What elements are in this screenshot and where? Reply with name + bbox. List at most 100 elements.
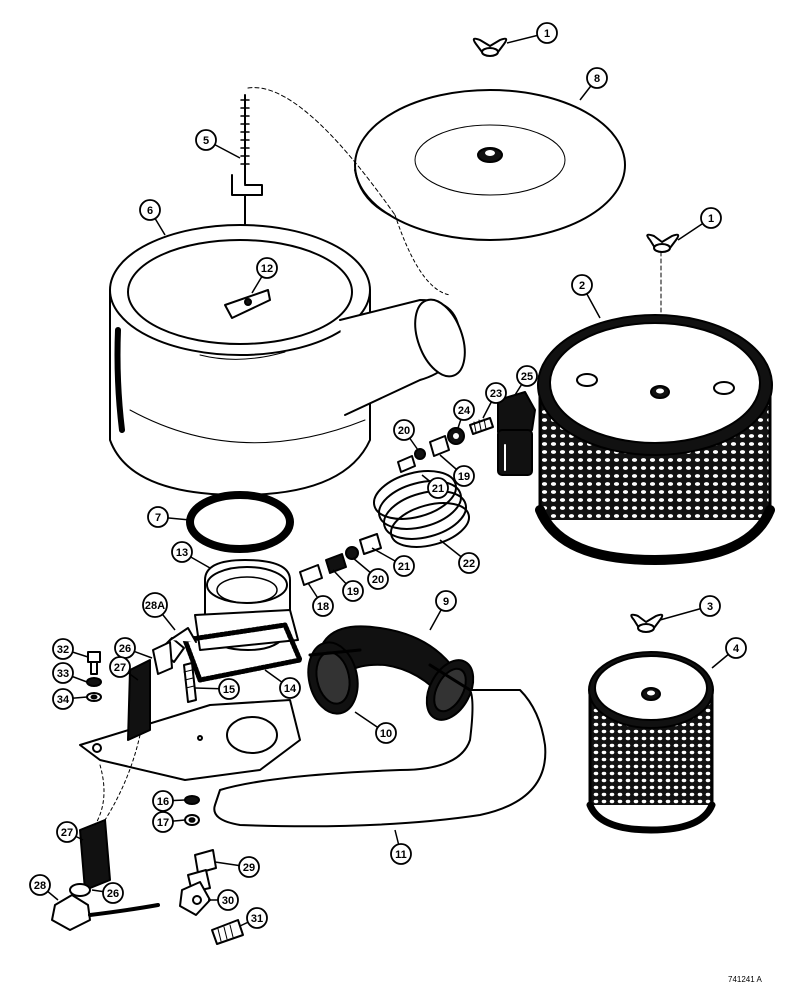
callout-c12: 12: [251, 257, 278, 294]
callout-c1b: 1: [677, 207, 722, 241]
hose-part-27-upper: [127, 641, 173, 741]
callout-c5: 5: [195, 129, 241, 159]
callout-label: 26: [119, 643, 131, 655]
callout-label: 16: [157, 796, 169, 808]
callout-c26a: 26: [114, 637, 153, 659]
hose-part-27-lower: [79, 819, 111, 891]
callout-label: 3: [707, 601, 713, 613]
callout-c2: 2: [571, 274, 601, 319]
callout-c30: 30: [208, 889, 239, 911]
callout-label: 17: [157, 817, 169, 829]
fitting-part-23: [469, 417, 494, 435]
callout-label: 13: [176, 547, 188, 559]
callout-c14: 14: [264, 669, 301, 699]
filter-element-part-2: [535, 314, 775, 565]
callout-label: 12: [261, 263, 273, 275]
filter-element-part-4: [586, 651, 716, 834]
callout-label: 27: [114, 662, 126, 674]
wing-nut-part-1-right: [646, 233, 680, 381]
callout-c22: 22: [439, 539, 480, 574]
callout-c17: 17: [152, 811, 186, 833]
callout-label: 28: [34, 880, 46, 892]
callout-c6: 6: [139, 199, 166, 236]
callout-label: 15: [223, 684, 235, 696]
callout-c34: 34: [52, 688, 88, 710]
nut-part-17: [184, 814, 200, 826]
coiled-tube-part-22: [373, 470, 470, 548]
callout-c26b: 26: [91, 882, 124, 904]
callout-c7: 7: [147, 506, 191, 528]
callout-label: 1: [544, 28, 550, 40]
lock-washer-part-33: [86, 677, 102, 687]
callout-label: 28A: [145, 600, 165, 612]
callout-c32: 32: [52, 638, 89, 660]
callout-label: 10: [380, 728, 392, 740]
callout-label: 34: [57, 694, 70, 706]
callout-label: 26: [107, 888, 119, 900]
callout-c16: 16: [152, 790, 186, 812]
lower-fittings-parts-18-19-20-21: [299, 533, 382, 586]
callout-label: 19: [347, 586, 359, 598]
callout-label: 24: [458, 405, 471, 417]
fitting-part-29: [187, 849, 217, 893]
wing-nut-part-1-top: [472, 37, 508, 57]
callout-label: 8: [594, 73, 600, 85]
callout-label: 33: [57, 668, 69, 680]
callout-c3: 3: [659, 595, 721, 621]
callout-c29: 29: [214, 856, 260, 878]
callout-c18: 18: [307, 582, 334, 617]
cleaner-body-part-6: [109, 224, 466, 496]
gasket-part-14: [182, 622, 303, 683]
callout-label: 25: [521, 371, 533, 383]
intake-tube-part-11: [213, 689, 547, 828]
elbow-fitting-part-28: [51, 883, 91, 931]
callout-c33: 33: [52, 662, 88, 684]
callout-c21a: 21: [421, 474, 449, 499]
callout-c19b: 19: [332, 569, 364, 602]
callout-c8: 8: [579, 67, 608, 101]
callout-c21b: 21: [371, 547, 415, 577]
connector-arrow: [88, 903, 160, 917]
callout-label: 20: [372, 574, 384, 586]
callout-label: 14: [284, 683, 297, 695]
callout-label: 32: [57, 644, 69, 656]
callout-c1a: 1: [506, 22, 558, 44]
callout-label: 31: [251, 913, 263, 925]
upper-fittings-parts-19-20-21: [397, 435, 450, 473]
callout-c13: 13: [171, 541, 211, 569]
callout-label: 4: [733, 643, 740, 655]
callout-label: 21: [398, 561, 410, 573]
callout-c19a: 19: [439, 454, 475, 487]
figure-reference-code: 741241 A: [728, 975, 762, 984]
washer-part-16: [184, 795, 200, 805]
mounting-bracket: [79, 699, 301, 781]
callout-label: 29: [243, 862, 255, 874]
callout-c27b: 27: [56, 821, 84, 843]
wing-nut-part-3: [630, 613, 664, 633]
bolt-part-32: [87, 651, 101, 675]
callout-label: 27: [61, 827, 73, 839]
cover-part-8: [354, 89, 626, 296]
callout-c4: 4: [711, 637, 747, 669]
callout-label: 2: [579, 280, 585, 292]
callout-label: 5: [203, 135, 209, 147]
callout-c10: 10: [354, 711, 397, 744]
callout-label: 22: [463, 558, 475, 570]
callout-label: 9: [443, 596, 449, 608]
callout-label: 7: [155, 512, 161, 524]
callout-c20a: 20: [393, 419, 419, 451]
callout-label: 23: [490, 388, 502, 400]
callout-label: 30: [222, 895, 234, 907]
clip-part-12: [224, 289, 271, 319]
callout-c24: 24: [453, 399, 475, 429]
callout-label: 6: [147, 205, 153, 217]
nut-part-24: [447, 427, 465, 445]
nipple-part-31: [211, 919, 244, 945]
elbow-part-30: [179, 881, 211, 916]
callout-c31: 31: [239, 907, 268, 929]
callout-c27a: 27: [109, 656, 139, 681]
hose-elbow-part-9: [307, 625, 475, 721]
callout-c20b: 20: [352, 557, 389, 590]
callout-c28: 28: [29, 874, 59, 901]
